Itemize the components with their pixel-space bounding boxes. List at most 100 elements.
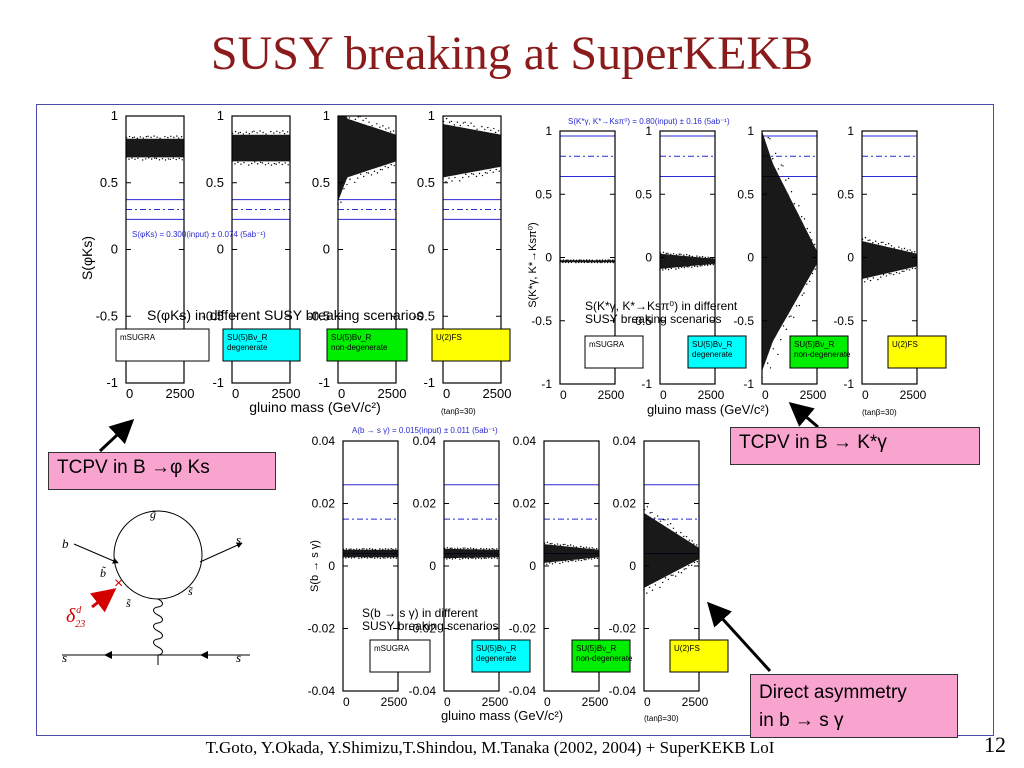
scatter-point xyxy=(476,128,478,130)
scatter-point xyxy=(485,557,487,560)
scatter-point xyxy=(371,125,373,127)
scatter-point xyxy=(780,338,782,341)
scatter-point xyxy=(678,267,680,269)
scatter-point xyxy=(145,136,148,138)
tan-beta-label: (tanβ=30) xyxy=(644,714,679,723)
scenario-title: SUSY breaking scenarios xyxy=(585,312,722,326)
scatter-point xyxy=(664,577,667,579)
scatter-point xyxy=(464,547,466,549)
scatter-points-SU5_degenerate xyxy=(444,548,499,559)
y-tick-label: 0.5 xyxy=(417,175,435,190)
x-tick-label: 0 xyxy=(862,388,869,402)
scatter-point xyxy=(675,575,677,577)
scatter-point xyxy=(180,136,183,138)
scatter-point xyxy=(349,178,351,180)
scatter-point xyxy=(712,263,714,266)
scatter-point xyxy=(496,557,498,559)
scatter-point xyxy=(788,316,790,318)
scatter-point xyxy=(481,174,484,177)
scatter-point xyxy=(446,558,448,560)
scatter-point xyxy=(469,547,472,549)
scenario-label: U(2)FS xyxy=(674,644,700,653)
y-tick-label: -1 xyxy=(641,377,652,391)
scatter-point xyxy=(662,581,664,584)
scatter-point xyxy=(583,259,585,261)
scatter-point xyxy=(368,121,370,123)
scatter-point xyxy=(128,135,131,138)
scatter-point xyxy=(254,161,256,163)
scenario-label: SU(5)Bν_R xyxy=(227,333,268,342)
scatter-point xyxy=(234,130,237,133)
x-tick-label: 2500 xyxy=(483,386,512,401)
scatter-point xyxy=(696,265,699,268)
x-tick-label: 2500 xyxy=(582,695,609,709)
scatter-point xyxy=(814,268,816,270)
scatter-point xyxy=(596,557,598,560)
scatter-point xyxy=(387,166,389,169)
scatter-point xyxy=(872,242,874,244)
scatter-point xyxy=(371,548,374,550)
scatter-point xyxy=(382,557,384,559)
scatter-point xyxy=(131,157,133,159)
scatter-point xyxy=(864,236,867,239)
scatter-point xyxy=(678,253,680,255)
scatter-point xyxy=(690,564,693,566)
scatter-point xyxy=(362,119,364,122)
scatter-point xyxy=(392,130,395,132)
scatter-point xyxy=(454,557,457,560)
scatter-point xyxy=(769,367,772,369)
scatter-point xyxy=(688,254,691,257)
scatter-point xyxy=(462,557,464,560)
scatter-point xyxy=(173,136,175,139)
scatter-point xyxy=(877,278,879,281)
x-tick-label: 0 xyxy=(444,695,451,709)
scatter-point xyxy=(766,362,769,364)
scatter-point xyxy=(662,269,664,271)
scatter-point xyxy=(612,261,614,264)
y-axis-label: S(K*γ, K*→Ksπ⁰) xyxy=(527,222,539,307)
scatter-point xyxy=(688,539,691,541)
y-tick-label: 0.04 xyxy=(312,434,336,448)
scatter-point xyxy=(683,266,686,269)
y-tick-label: 0.5 xyxy=(837,187,854,201)
scatter-point xyxy=(767,136,769,139)
scatter-point xyxy=(456,121,459,123)
scatter-point xyxy=(363,556,366,559)
scatter-point xyxy=(390,548,392,550)
scatter-point xyxy=(662,518,664,521)
input-annotation: S(K*γ, K*→Ksπ⁰) = 0.80(input) ± 0.16 (5a… xyxy=(568,117,730,126)
scatter-point xyxy=(601,261,603,264)
scenario-box-SU5_degenerate xyxy=(222,328,301,362)
scatter-point xyxy=(453,124,456,126)
scatter-point xyxy=(286,131,289,133)
scenario-label: SU(5)Bν_R xyxy=(794,340,835,349)
scatter-point xyxy=(867,239,869,242)
scenario-box-U2FS xyxy=(669,639,729,673)
scatter-point xyxy=(769,138,771,140)
scatter-point xyxy=(893,273,895,276)
scatter-point xyxy=(675,254,678,256)
scenario-label: SU(5)Bν_R xyxy=(576,644,617,653)
scatter-point xyxy=(379,557,382,559)
scatter-point xyxy=(562,561,564,563)
callout-arrows xyxy=(98,402,819,673)
scatter-point xyxy=(154,157,156,159)
scatter-point xyxy=(384,165,386,168)
scatter-point xyxy=(234,163,236,165)
scatter-point xyxy=(155,157,158,160)
scatter-point xyxy=(646,506,649,508)
delta-subscript: 23 xyxy=(75,619,85,630)
scatter-point xyxy=(472,173,475,175)
scatter-point xyxy=(264,164,267,166)
y-tick-label: -1 xyxy=(743,377,754,391)
scatter-point xyxy=(178,157,180,160)
scatter-point xyxy=(787,177,790,180)
scatter-point xyxy=(685,254,688,256)
scatter-point xyxy=(667,523,669,526)
scatter-point xyxy=(462,122,465,124)
y-tick-label: -1 xyxy=(212,375,224,390)
scatter-point xyxy=(486,172,488,174)
